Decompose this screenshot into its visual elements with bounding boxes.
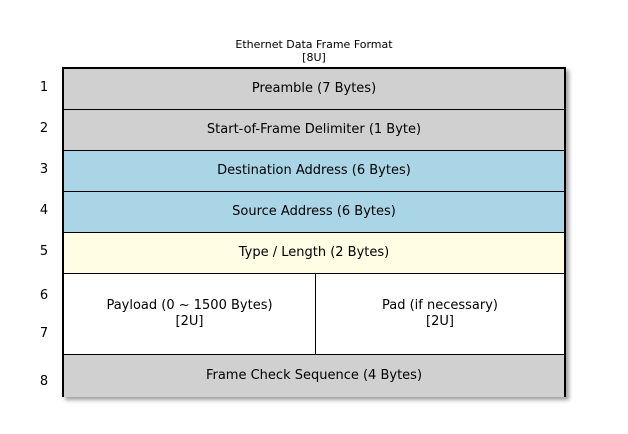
row-index-2: 2 [39, 121, 49, 136]
frame-field-preamble: Preamble (7 Bytes) [64, 69, 564, 110]
frame-field-preamble-label: Preamble (7 Bytes) [251, 81, 377, 96]
frame-field-type-length-label: Type / Length (2 Bytes) [238, 245, 390, 260]
frame-field-type-length: Type / Length (2 Bytes) [64, 233, 564, 274]
row-index-gutter: 1 2 3 4 5 6 7 8 [30, 67, 58, 397]
frame-field-source-address: Source Address (6 Bytes) [64, 192, 564, 233]
frame-field-destination-address-label: Destination Address (6 Bytes) [217, 163, 411, 178]
row-index-4: 4 [39, 203, 49, 218]
frame-field-pad-label: Pad (if necessary) [381, 298, 498, 313]
frame-field-sfd-label: Start-of-Frame Delimiter (1 Byte) [206, 122, 422, 137]
frame-field-fcs: Frame Check Sequence (4 Bytes) [64, 355, 564, 397]
frame-field-fcs-label: Frame Check Sequence (4 Bytes) [205, 368, 423, 383]
diagram-title: Ethernet Data Frame Format [235, 38, 393, 51]
frame-field-sfd: Start-of-Frame Delimiter (1 Byte) [64, 110, 564, 151]
row-index-7: 7 [39, 326, 49, 341]
frame-field-source-address-label: Source Address (6 Bytes) [232, 204, 396, 219]
frame-field-payload-pad-row: Payload (0 ~ 1500 Bytes) [2U] Pad (if ne… [64, 274, 564, 355]
row-index-8: 8 [39, 374, 49, 389]
row-index-3: 3 [39, 162, 49, 177]
frame-field-payload-label: Payload (0 ~ 1500 Bytes) [106, 298, 273, 313]
frame-field-destination-address: Destination Address (6 Bytes) [64, 151, 564, 192]
diagram-subtitle: [8U] [302, 51, 326, 64]
frame-field-pad: Pad (if necessary) [2U] [316, 274, 564, 354]
row-index-1: 1 [39, 80, 49, 95]
frame-field-pad-sublabel: [2U] [426, 314, 454, 329]
frame-field-payload: Payload (0 ~ 1500 Bytes) [2U] [64, 274, 316, 354]
frame-field-table: Preamble (7 Bytes) Start-of-Frame Delimi… [62, 67, 566, 397]
frame-field-payload-sublabel: [2U] [175, 314, 204, 329]
row-index-5: 5 [39, 244, 49, 259]
row-index-6: 6 [39, 288, 49, 303]
diagram-title-block: Ethernet Data Frame Format [8U] [62, 38, 566, 64]
